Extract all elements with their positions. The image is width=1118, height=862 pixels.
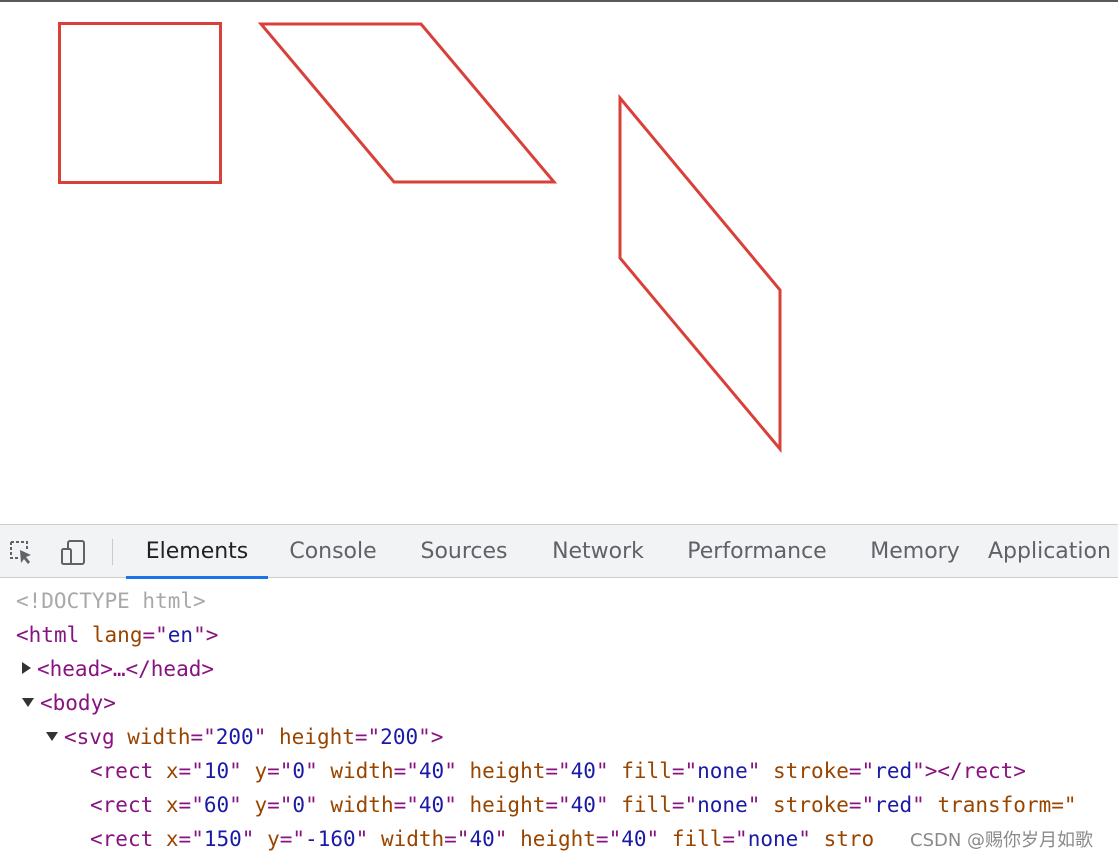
html-attr-name: lang (91, 623, 143, 647)
dom-node-html[interactable]: <html lang="en"> (16, 623, 219, 647)
tab-memory[interactable]: Memory (870, 539, 960, 564)
svg-height-value: 200 (380, 725, 419, 749)
active-tab-indicator (126, 576, 268, 579)
dom-node-rect-3[interactable]: <rect x="150" y="-160" width="40" height… (90, 827, 875, 851)
expand-arrow-icon[interactable] (22, 662, 31, 674)
rect1-fill: none (697, 759, 748, 783)
devtools-toolbar: Elements Console Sources Network Perform… (0, 524, 1118, 579)
collapse-arrow-icon[interactable] (46, 731, 58, 741)
dom-node-rect-2[interactable]: <rect x="60" y="0" width="40" height="40… (90, 793, 1077, 817)
rect2-x: 60 (203, 793, 230, 817)
html-attr-value: en (167, 623, 194, 647)
shapes-canvas (58, 22, 782, 454)
head-collapsed-text: <head>…</head> (37, 657, 215, 681)
rect2-stroke: red (874, 793, 913, 817)
tab-console[interactable]: Console (289, 539, 377, 564)
rect2-width: 40 (418, 793, 445, 817)
rect3-width: 40 (469, 827, 495, 851)
device-toolbar-icon[interactable] (58, 537, 88, 567)
rect1-width: 40 (418, 759, 445, 783)
browser-top-edge (0, 0, 1118, 2)
dom-node-head[interactable]: <head>…</head> (22, 654, 214, 684)
toolbar-separator (112, 539, 113, 565)
dom-node-rect-1[interactable]: <rect x="10" y="0" width="40" height="40… (90, 759, 1026, 783)
dom-node-svg[interactable]: <svg width="200" height="200"> (46, 722, 443, 752)
html-tag-name: html (28, 623, 80, 647)
skewed-parallelogram-shape (257, 22, 558, 184)
body-tag-text: <body> (40, 691, 116, 715)
svg-width-value: 200 (215, 725, 254, 749)
rect2-y: 0 (292, 793, 306, 817)
rect2-height: 40 (570, 793, 596, 817)
rect3-fill: none (747, 827, 799, 851)
square-shape (58, 22, 222, 184)
svg-tag-name: svg (76, 725, 115, 749)
rect3-stroke-partial: stro (823, 827, 875, 851)
tab-sources[interactable]: Sources (420, 539, 508, 564)
tab-elements[interactable]: Elements (145, 539, 249, 564)
rect2-fill: none (697, 793, 748, 817)
rect1-x: 10 (203, 759, 230, 783)
tall-parallelogram-shape (618, 93, 782, 454)
collapse-arrow-icon[interactable] (22, 697, 34, 707)
inspect-element-icon[interactable] (6, 537, 36, 567)
tab-application[interactable]: Application (988, 539, 1111, 564)
rect1-height: 40 (570, 759, 596, 783)
doctype-text: <!DOCTYPE html> (16, 589, 206, 613)
devtools-panel: Elements Console Sources Network Perform… (0, 524, 1118, 862)
rect1-stroke: red (874, 759, 913, 783)
rect3-y: -160 (305, 827, 356, 851)
rect2-transform-partial: transform=" (937, 793, 1077, 817)
watermark-text: CSDN @赐你岁月如歌 (910, 830, 1094, 851)
tab-network[interactable]: Network (552, 539, 644, 564)
rect3-height: 40 (621, 827, 647, 851)
dom-node-doctype[interactable]: <!DOCTYPE html> (16, 586, 206, 616)
tab-performance[interactable]: Performance (687, 539, 827, 564)
rect3-x: 150 (203, 827, 242, 851)
page-viewport (0, 2, 1118, 524)
dom-node-body[interactable]: <body> (22, 688, 116, 718)
elements-dom-tree: <!DOCTYPE html> <html lang="en"> <head>…… (0, 578, 1118, 862)
rect1-y: 0 (292, 759, 306, 783)
